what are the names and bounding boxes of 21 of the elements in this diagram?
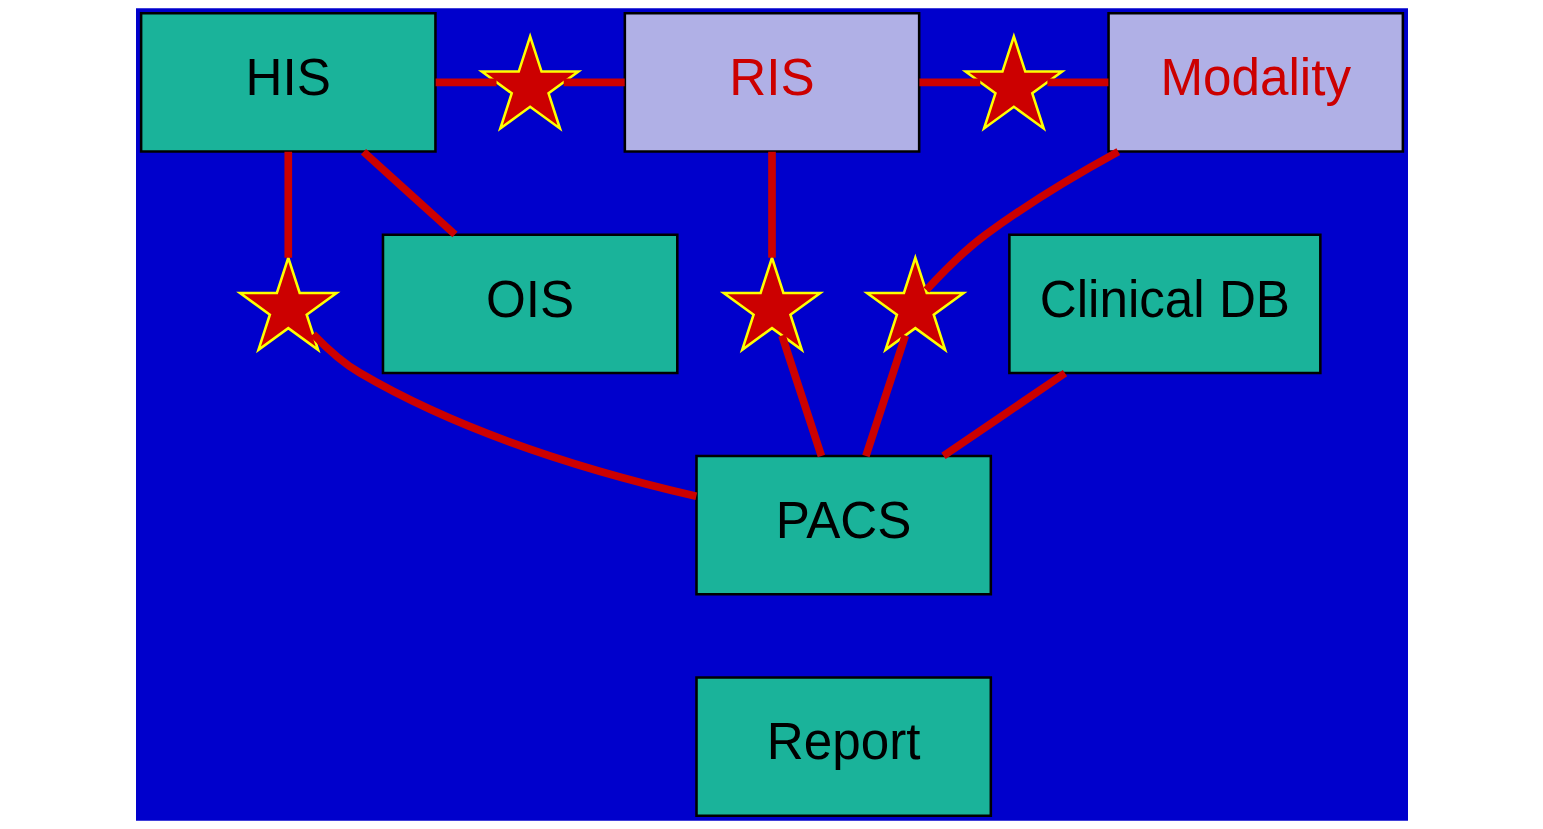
connector [918, 78, 980, 87]
connector [861, 334, 909, 458]
node-star [862, 253, 967, 354]
connector [283, 151, 292, 258]
connector [767, 151, 776, 258]
connector [309, 331, 697, 500]
node-box: RIS [623, 12, 920, 153]
node-box: PACS [694, 454, 992, 596]
node-box: Report [694, 676, 992, 817]
node-box: Modality [1106, 12, 1404, 153]
node-box: OIS [381, 233, 679, 375]
connector [435, 78, 497, 87]
connector [940, 369, 1067, 460]
connector [777, 334, 825, 458]
node-box: Clinical DB [1007, 233, 1322, 375]
node-star [961, 32, 1066, 132]
node-star [477, 32, 582, 132]
connector [360, 148, 458, 238]
connector [563, 78, 625, 87]
node-box: HIS [139, 12, 437, 153]
connector [1046, 78, 1108, 87]
